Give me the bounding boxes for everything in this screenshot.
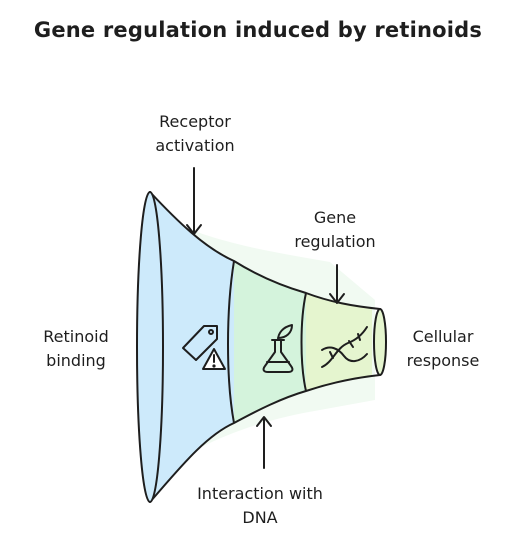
label-cellular-response: Cellular response xyxy=(406,327,480,370)
arrow-interaction-dna xyxy=(256,416,272,469)
funnel-section-interaction xyxy=(234,261,306,423)
flask-leaf-icon xyxy=(262,324,294,373)
diagram-title: Gene regulation induced by retinoids xyxy=(33,18,483,42)
label-interaction-dna: Interaction with DNA xyxy=(197,484,323,527)
funnel-outline xyxy=(149,191,381,310)
label-retinoid-binding: Retinoid binding xyxy=(43,327,109,370)
divider-1 xyxy=(227,260,235,424)
funnel-section-binding xyxy=(150,192,234,502)
tag-warning-icon xyxy=(182,325,226,370)
arrow-gene-regulation xyxy=(329,264,345,304)
label-gene-regulation: Gene regulation xyxy=(294,208,376,251)
arrow-receptor-activation xyxy=(186,167,202,235)
funnel-end xyxy=(373,308,387,376)
label-receptor-activation: Receptor activation xyxy=(155,112,235,155)
divider-2 xyxy=(300,292,307,392)
funnel-mouth xyxy=(136,191,164,503)
dna-icon xyxy=(321,326,368,368)
funnel-outline-bottom xyxy=(149,374,381,503)
